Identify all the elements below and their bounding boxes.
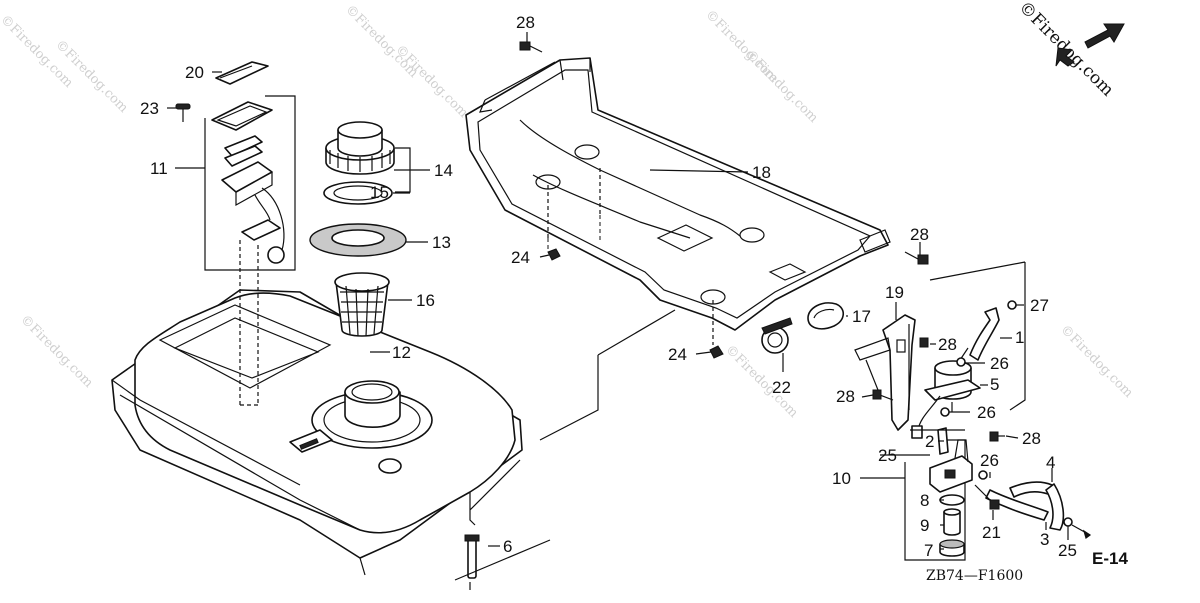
watermark: ©Firedog.com [742, 47, 821, 126]
part-label-26: 26 [980, 451, 999, 470]
part-label-10: 10 [832, 469, 851, 488]
part-label-28: 28 [516, 13, 535, 32]
watermark: ©Firedog.com [1057, 322, 1136, 401]
drawing-code: ZB74—F1600 [926, 568, 1023, 584]
section-code: E-14 [1092, 549, 1128, 568]
part-label-5: 5 [990, 375, 999, 394]
watermark: ©Firedog.com [17, 312, 96, 391]
part-label-3: 3 [1040, 530, 1049, 549]
part-label-25: 25 [878, 446, 897, 465]
part-label-2: 2 [925, 432, 934, 451]
bolt [872, 337, 1005, 442]
part-label-26: 26 [990, 354, 1009, 373]
part-label-22: 22 [772, 378, 791, 397]
part-label-11: 11 [150, 159, 168, 178]
part-label-24: 24 [511, 248, 530, 267]
nut [547, 248, 724, 359]
part-label-19: 19 [885, 283, 904, 302]
part-label-17: 17 [852, 307, 871, 326]
part-label-8: 8 [920, 491, 929, 510]
part-label-6: 6 [503, 537, 512, 556]
part-label-13: 13 [432, 233, 451, 252]
part-label-18: 18 [752, 163, 771, 182]
part-label-27: 27 [1030, 296, 1049, 315]
hose-clamp [807, 302, 845, 330]
corner-mark: ©Firedog.com [1014, 0, 1125, 100]
fuel-cap [325, 121, 395, 175]
guide-lines [454, 215, 1092, 590]
fuel-valve-assembly [904, 427, 1000, 561]
part-label-1: 1 [1015, 328, 1024, 347]
skid-plate [465, 57, 891, 345]
part-label-12: 12 [392, 343, 411, 362]
frame-arrow-icon [1055, 47, 1075, 67]
part-label-28: 28 [938, 335, 957, 354]
screw [175, 103, 191, 122]
fuel-tank [111, 289, 523, 576]
part-label-25: 25 [1058, 541, 1077, 560]
part-label-14: 14 [434, 161, 453, 180]
pump-bracket [854, 314, 916, 431]
direction-arrow-icon [1084, 23, 1125, 49]
fuel-gauge-assembly [204, 95, 296, 406]
part-label-23: 23 [140, 99, 159, 118]
part-label-28: 28 [910, 225, 929, 244]
part-label-21: 21 [982, 523, 1001, 542]
filler-seal [309, 223, 407, 257]
bolt [904, 251, 929, 265]
part-labels: 1 2 3 4 5 6 7 8 9 10 11 12 13 14 15 16 1… [140, 13, 1077, 560]
fuel-hose [969, 307, 1000, 361]
part-label-4: 4 [1046, 453, 1055, 472]
part-label-9: 9 [920, 516, 929, 535]
part-label-7: 7 [924, 541, 933, 560]
leader-lines [167, 32, 1069, 550]
part-label-16: 16 [416, 291, 435, 310]
part-label-28: 28 [836, 387, 855, 406]
fuel-pump [911, 347, 981, 439]
part-label-15: 15 [370, 183, 389, 202]
tank-band-clamp [761, 317, 793, 354]
cap-gasket [323, 181, 393, 205]
trim-strip [215, 61, 269, 85]
bolt [519, 41, 543, 53]
watermark: ©Firedog.com [392, 42, 471, 121]
part-label-20: 20 [185, 63, 204, 82]
bolt [464, 534, 480, 579]
part-label-26: 26 [977, 403, 996, 422]
part-label-24: 24 [668, 345, 687, 364]
part-label-28: 28 [1022, 429, 1041, 448]
fuel-strainer [334, 272, 390, 337]
